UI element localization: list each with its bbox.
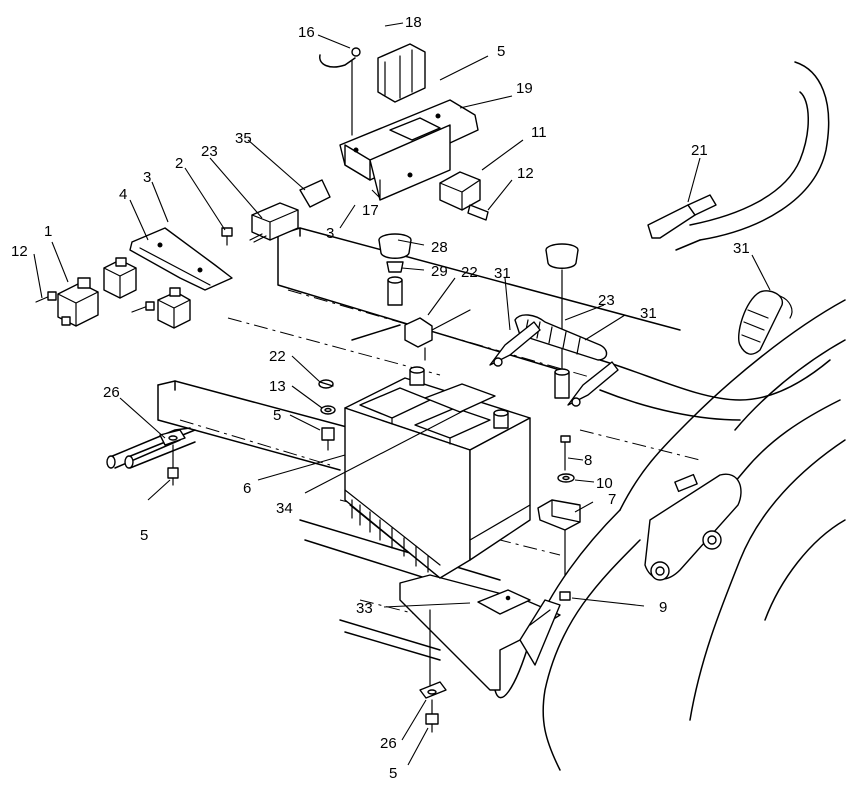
- callout-23-fuse: 23: [201, 143, 218, 160]
- callout-22-left: 22: [269, 348, 286, 365]
- callout-33: 33: [356, 600, 373, 617]
- callout-10: 10: [596, 475, 613, 492]
- callout-12-left: 12: [11, 243, 28, 260]
- callout-22-clamp: 22: [461, 264, 478, 281]
- callout-29: 29: [431, 263, 448, 280]
- callout-35: 35: [235, 130, 252, 147]
- knob-assembly-right: [545, 243, 579, 399]
- callout-17: 17: [362, 202, 379, 219]
- callout-11: 11: [531, 124, 547, 141]
- callout-5-top: 5: [497, 43, 505, 60]
- battery-hold-down: [537, 435, 581, 601]
- callout-34: 34: [276, 500, 293, 517]
- fuse-holder: [249, 179, 331, 243]
- callout-28: 28: [431, 239, 448, 256]
- callout-31-right: 31: [733, 240, 750, 257]
- leader-lines: [33, 22, 771, 766]
- callout-19: 19: [516, 80, 533, 97]
- callout-5-bottom: 5: [389, 765, 397, 782]
- callout-labels: 1 2 3 3 4 5 5 5 5 6 7 8 9 10 11 12 12 13…: [11, 14, 750, 782]
- callout-7: 7: [608, 491, 616, 508]
- callout-3-nut: 3: [326, 225, 334, 242]
- callout-31-left: 31: [494, 265, 511, 282]
- callout-16: 16: [298, 24, 315, 41]
- vehicle-frame: [106, 61, 846, 771]
- left-fasteners: [159, 379, 531, 733]
- horn-relay: [439, 171, 489, 221]
- handle-grip-right: [738, 290, 793, 355]
- callout-13: 13: [269, 378, 286, 395]
- callout-2: 2: [175, 155, 183, 172]
- callout-26-bottom: 26: [380, 735, 397, 752]
- relay-group: [35, 227, 233, 329]
- battery-terminal-clamp: [351, 309, 471, 361]
- callout-4: 4: [119, 186, 127, 203]
- battery: [344, 366, 531, 579]
- callout-5-mid: 5: [273, 407, 281, 424]
- callout-31-mid: 31: [640, 305, 657, 322]
- knob-assembly-left: [378, 233, 412, 306]
- callout-12-right: 12: [517, 165, 534, 182]
- cable-end-fitting: [647, 194, 717, 239]
- callout-26-left: 26: [103, 384, 120, 401]
- callout-3-relay-bracket: 3: [143, 169, 151, 186]
- handle-grip-left: [489, 314, 619, 407]
- callout-9: 9: [659, 599, 667, 616]
- callout-8: 8: [584, 452, 592, 469]
- callout-6: 6: [243, 480, 251, 497]
- relay-mounting-bracket: [339, 43, 479, 201]
- callout-18: 18: [405, 14, 422, 31]
- callout-5-left: 5: [140, 527, 148, 544]
- callout-1: 1: [44, 223, 52, 240]
- ground-wire: [319, 47, 361, 136]
- callout-21: 21: [691, 142, 708, 159]
- callout-23-harness: 23: [598, 292, 615, 309]
